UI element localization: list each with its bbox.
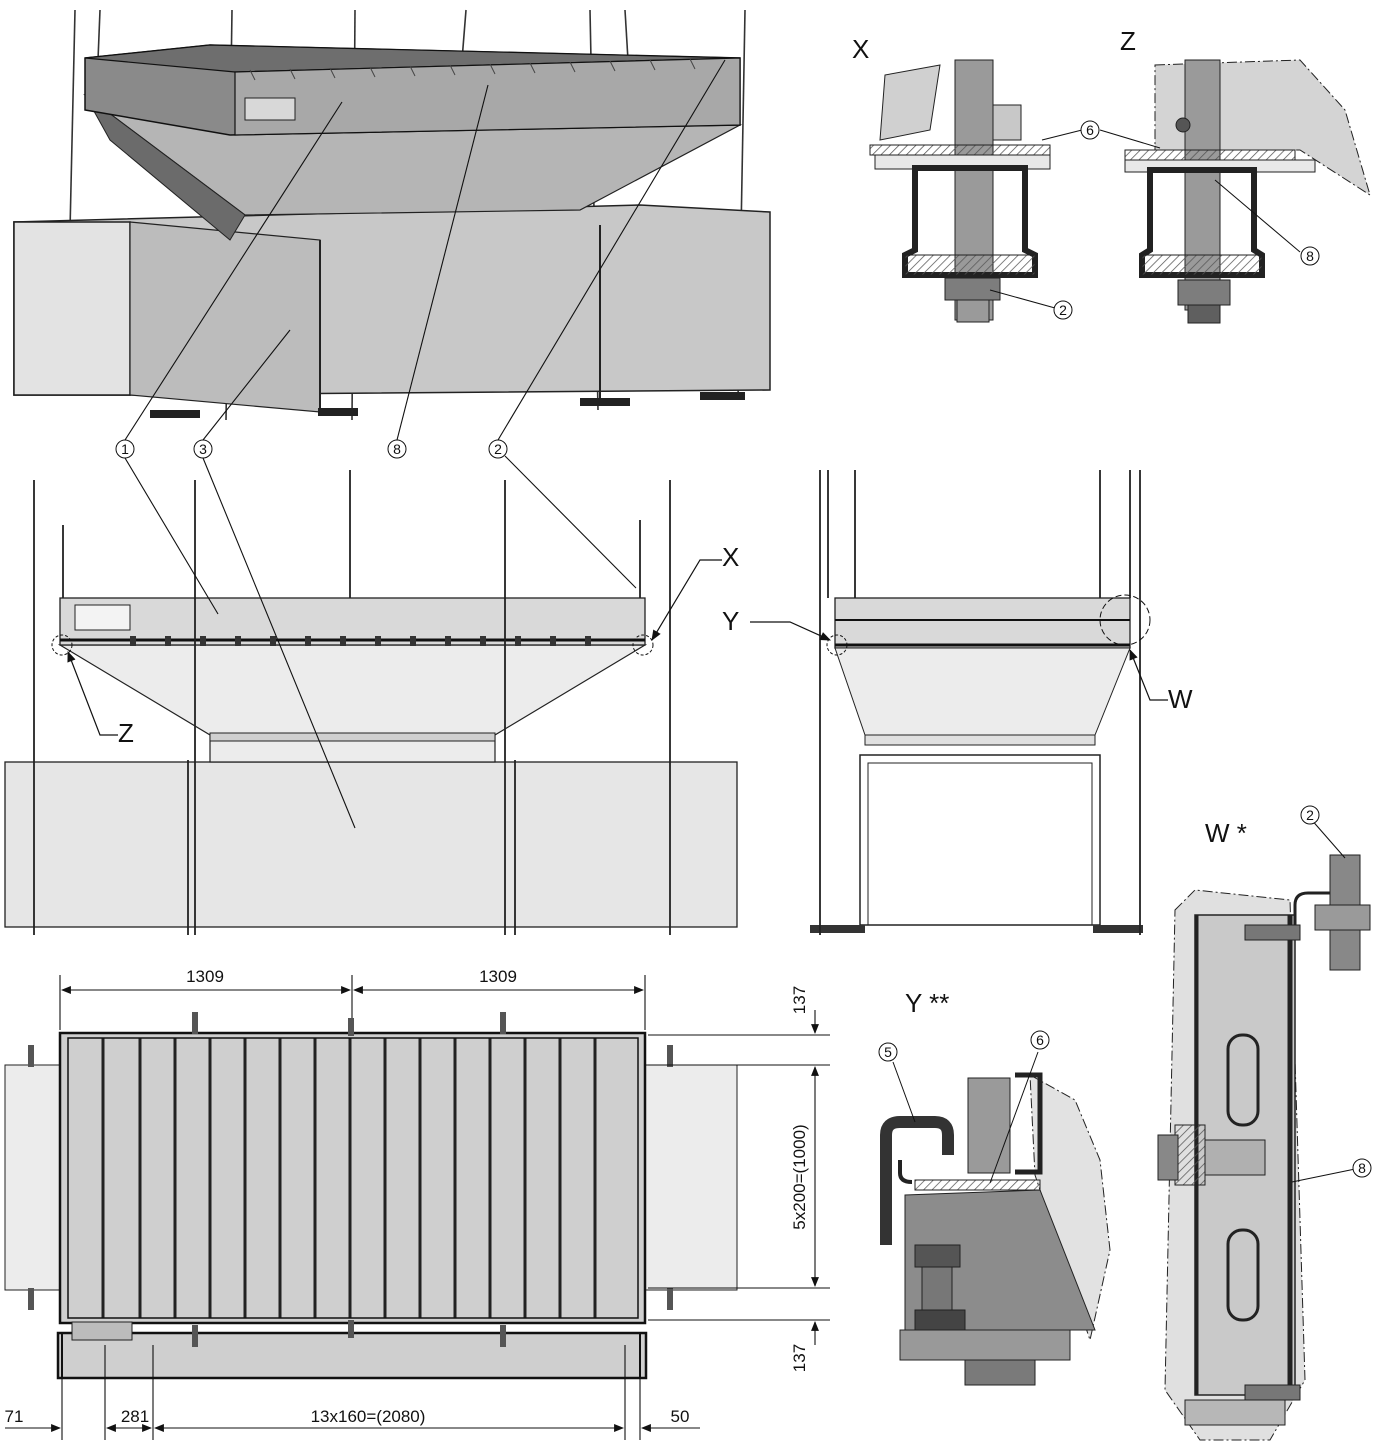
callout-3: 3: [193, 439, 213, 459]
callout-2-x: 2: [1053, 300, 1073, 320]
svg-text:5: 5: [884, 1044, 892, 1060]
callout-2: 2: [488, 439, 508, 459]
view-label-z: Z: [1120, 26, 1136, 56]
svg-text:8: 8: [1306, 248, 1314, 264]
svg-text:2: 2: [494, 441, 502, 457]
dim-right-offset: 50: [671, 1407, 690, 1426]
callout-6-xz: 6: [1080, 120, 1100, 140]
detail-w: W * 2 8: [1157, 805, 1372, 1441]
detail-y: Y ** 5 6: [878, 988, 1111, 1386]
dim-height-total: 5x200=(1000): [790, 1124, 809, 1229]
callout-8: 88: [1300, 246, 1320, 266]
dim-left-offset: 71: [5, 1407, 24, 1426]
svg-text:1: 1: [121, 441, 129, 457]
svg-text:2: 2: [1306, 807, 1314, 823]
callout-7-w: 8: [1352, 1158, 1372, 1178]
callout-5: 5: [878, 1042, 898, 1062]
label-z-front: Z: [118, 718, 134, 748]
label-x-front: X: [722, 542, 739, 572]
svg-text:2: 2: [1059, 302, 1067, 318]
svg-text:8: 8: [393, 441, 401, 457]
svg-text:6: 6: [1036, 1032, 1044, 1048]
label-y-side: Y: [722, 606, 739, 636]
detail-x: X 2: [852, 34, 1073, 323]
svg-text:3: 3: [199, 441, 207, 457]
front-elevation: X Z: [4, 455, 739, 935]
dim-pitch-total: 13x160=(2080): [311, 1407, 426, 1426]
side-elevation: Y W: [722, 470, 1193, 935]
dim-span-left: 1309: [186, 967, 224, 986]
view-label-y-detail: Y **: [905, 988, 949, 1018]
view-label-x: X: [852, 34, 869, 64]
callout-7: 8: [387, 439, 407, 459]
dim-first-pitch: 281: [121, 1407, 149, 1426]
detail-z: Z 6 88: [1041, 26, 1371, 324]
svg-text:6: 6: [1086, 122, 1094, 138]
callout-2-w: 2: [1300, 805, 1320, 825]
svg-text:8: 8: [1358, 1160, 1366, 1176]
callout-6-y: 6: [1030, 1030, 1050, 1050]
dim-span-right: 1309: [479, 967, 517, 986]
label-w-side: W: [1168, 684, 1193, 714]
plan-view: 1309 1309 137 5x200=(1000) 137 71: [4, 967, 830, 1440]
isometric-view: [13, 9, 771, 441]
view-label-w-detail: W *: [1205, 818, 1247, 848]
dim-bottom-margin: 137: [790, 1344, 809, 1372]
dim-top-margin: 137: [790, 986, 809, 1014]
callout-1: 1: [115, 439, 135, 459]
